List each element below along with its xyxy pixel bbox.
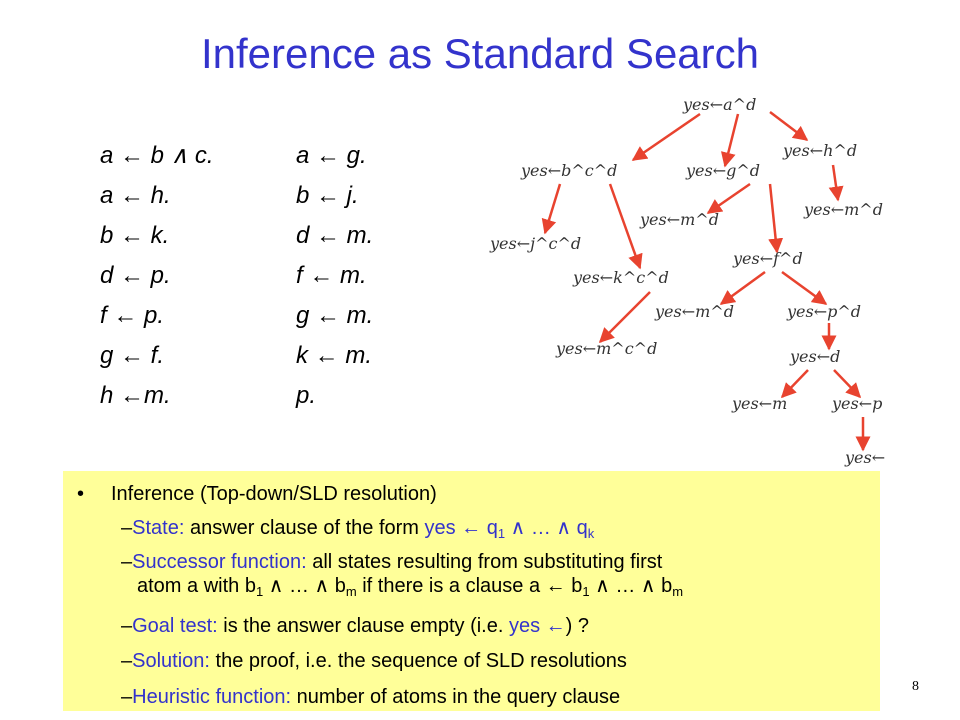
dash-marker: –	[121, 686, 133, 708]
tree-node: yes←h^d	[782, 141, 857, 160]
tree-node: yes←p^d	[786, 302, 861, 321]
bullet-marker: •	[77, 483, 85, 505]
tree-edge-arrow	[769, 111, 809, 141]
kb-clause: d ← m.	[296, 222, 374, 249]
tree-node: yes←d	[789, 347, 840, 366]
tree-edge-arrow	[833, 369, 862, 399]
tree-edge-arrow	[631, 112, 701, 162]
tree-edge-arrow	[598, 291, 651, 344]
tree-node: yes←k^c^d	[572, 268, 669, 287]
tree-edge-arrow	[780, 369, 809, 399]
tree-node: yes←a^d	[682, 95, 756, 114]
kb-clause: a ← h.	[100, 182, 171, 209]
goal-test-item: –Goal test: is the answer clause empty (…	[121, 614, 589, 638]
dash-marker: –	[121, 517, 133, 539]
slide-title: Inference as Standard Search	[200, 30, 760, 77]
kb-clause: b ← k.	[100, 222, 170, 249]
solution-text: the proof, i.e. the sequence of SLD reso…	[209, 650, 627, 672]
bullet-heading: Inference (Top-down/SLD resolution)	[111, 483, 437, 505]
kb-clause: b ← j.	[296, 182, 359, 209]
tree-edge-arrow	[781, 270, 828, 306]
tree-node: yes←m^d	[654, 302, 734, 321]
solution-item: –Solution: the proof, i.e. the sequence …	[121, 649, 627, 673]
dash-marker: –	[121, 650, 133, 672]
tree-edge-arrow	[719, 270, 766, 306]
tree-node: yes←g^d	[685, 161, 760, 180]
tree-nodes: yes←a^d yes←b^c^d yes←g^d yes←h^d yes←j^…	[489, 95, 885, 467]
goal-text: is the answer clause empty (i.e.	[217, 615, 509, 637]
kb-clause: a ← b ∧ c.	[100, 142, 214, 169]
successor-item: –Successor function: all states resultin…	[121, 550, 683, 600]
tree-edge-arrow	[768, 183, 784, 254]
successor-text: if there is a clause a ← b	[356, 575, 583, 597]
tree-node: yes←p	[831, 394, 882, 413]
inference-description-box: • Inference (Top-down/SLD resolution) –S…	[63, 471, 880, 711]
tree-node: yes←m^d	[803, 200, 883, 219]
state-yes: yes ← q	[424, 517, 498, 539]
kb-clause: g ← f.	[100, 342, 165, 369]
tree-node: yes←m	[731, 394, 787, 413]
heuristic-label: Heuristic function:	[132, 686, 292, 708]
successor-text: all states resulting from substituting f…	[306, 551, 663, 573]
successor-subscript: 1	[255, 584, 264, 599]
tree-node: yes←	[844, 448, 885, 467]
goal-yes: yes ←	[508, 615, 566, 637]
page-number: 8	[912, 679, 919, 694]
kb-clause: f ← m.	[296, 262, 367, 289]
tree-node: yes←m^c^d	[555, 339, 657, 358]
tree-node: yes←b^c^d	[520, 161, 617, 180]
kb-left-column: a ← b ∧ c. a ← h. b ← k. d ← p. f ← p. g…	[100, 136, 214, 416]
tree-edge-arrow	[608, 183, 643, 270]
state-text: answer clause of the form	[184, 517, 425, 539]
state-subscript: 1	[497, 526, 506, 541]
successor-text: ∧ … ∧ b	[589, 575, 673, 597]
kb-clause: p.	[296, 382, 317, 409]
kb-clause: a ← g.	[296, 142, 367, 169]
successor-subscript: 1	[582, 584, 590, 599]
kb-clause: f ← p.	[100, 302, 165, 329]
dash-marker: –	[121, 551, 133, 573]
tree-node: yes←j^c^d	[489, 234, 581, 253]
solution-label: Solution:	[132, 650, 210, 672]
state-mid: ∧ … ∧ q	[505, 517, 588, 539]
kb-clause: d ← p.	[100, 262, 171, 289]
goal-end: ) ?	[565, 615, 589, 637]
goal-label: Goal test:	[132, 615, 218, 637]
tree-node: yes←f^d	[732, 249, 803, 268]
successor-subscript: m	[672, 584, 684, 599]
tree-edge-arrow	[828, 164, 844, 202]
successor-text: ∧ … ∧ b	[263, 575, 346, 597]
tree-node: yes←m^d	[639, 210, 719, 229]
heuristic-item: –Heuristic function: number of atoms in …	[121, 685, 620, 709]
state-item: –State: answer clause of the form yes ← …	[121, 516, 594, 542]
dash-marker: –	[121, 615, 133, 637]
tree-edge-arrow	[541, 183, 562, 235]
state-subscript: k	[587, 526, 595, 541]
kb-clause: k ← m.	[296, 342, 372, 369]
successor-subscript: m	[345, 584, 357, 599]
heuristic-text: number of atoms in the query clause	[291, 686, 621, 708]
tree-edges	[541, 111, 871, 452]
state-label: State:	[132, 517, 185, 539]
kb-clause: h ←m.	[100, 382, 171, 409]
successor-text-line2: atom a with b	[137, 575, 256, 597]
kb-clause: g ← m.	[296, 302, 374, 329]
tree-edge-arrow	[706, 182, 751, 215]
successor-label: Successor function:	[132, 551, 307, 573]
kb-right-column: a ← g. b ← j. d ← m. f ← m. g ← m. k ← m…	[296, 136, 373, 416]
tree-edge-arrow	[720, 113, 740, 168]
